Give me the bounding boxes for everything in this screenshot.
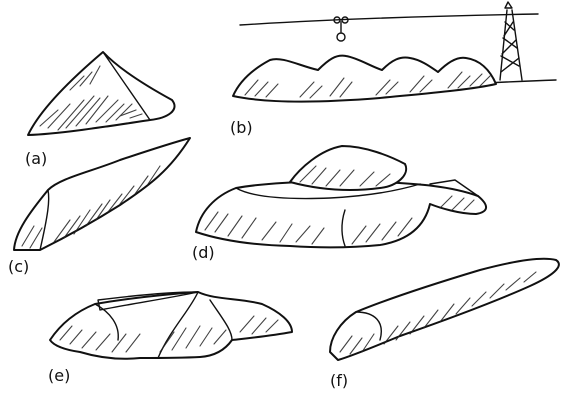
label-a: (a) xyxy=(25,149,47,168)
label-b: (b) xyxy=(230,118,253,137)
pile-e-wedges xyxy=(50,292,292,359)
pile-b-windrow xyxy=(233,2,556,102)
label-d: (d) xyxy=(192,243,215,262)
pile-a-conical xyxy=(28,52,175,135)
conveyor-line xyxy=(240,14,538,25)
pile-d-tiered xyxy=(196,146,486,247)
label-e: (e) xyxy=(48,366,70,385)
label-c: (c) xyxy=(8,257,29,276)
label-f: (f) xyxy=(330,371,348,390)
pile-f-prismatic xyxy=(330,259,559,360)
